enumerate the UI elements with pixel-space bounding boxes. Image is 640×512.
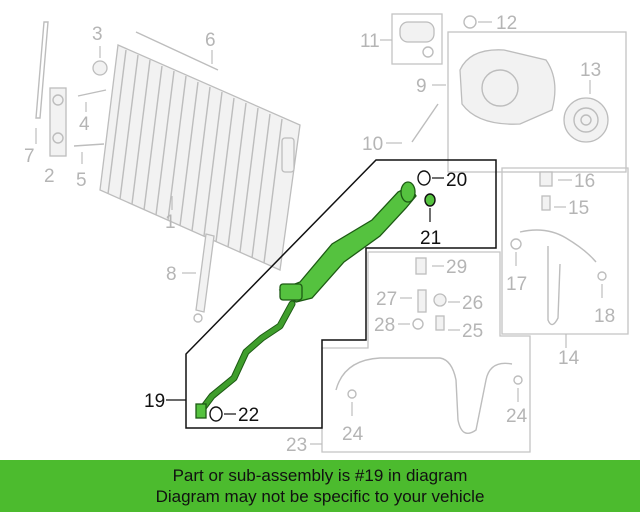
callout-2: 2 [44,166,55,187]
cap-26 [433,293,447,307]
callout-11: 11 [360,31,380,52]
callout-13: 13 [580,60,601,81]
callout-12: 12 [496,13,517,34]
bolt-3: 3 [92,24,108,76]
side-seal-strip [35,21,49,119]
switch-29 [415,257,427,275]
line-assembly-19: 20 21 22 19 [144,159,497,429]
highlighted-hose [197,301,295,415]
callout-20: 20 [446,170,467,191]
side-seal: 7 [24,21,49,167]
callout-4: 4 [79,114,90,135]
seal-kit-box [391,13,443,65]
callout-26: 26 [462,293,483,314]
callout-14: 14 [558,348,580,369]
oring-12: 12 [463,13,517,34]
highlighted-end-fitting [195,403,207,419]
callout-1: 1 [165,212,176,233]
seal-kit-11: 11 [360,13,443,65]
callout-23: 23 [286,435,307,456]
callout-27: 27 [376,289,397,310]
deflector-bracket [195,233,215,313]
nut-icon [92,60,108,76]
parts-diagram: 1 7 2 3 4 5 6 8 [24,13,629,456]
callout-17: 17 [506,274,527,295]
highlighted-pipe-body [278,185,417,303]
valve-cap [539,171,553,187]
callout-7: 7 [24,146,35,167]
condenser-fins [107,49,283,264]
highlighted-manifold [279,283,303,301]
oring-22 [209,406,223,422]
compressor-group: 9 13 [416,31,627,173]
valve-27 [417,289,427,313]
compressor-box [447,31,627,173]
callout-18: 18 [594,306,615,327]
part-19-box [185,159,497,429]
callout-6: 6 [205,30,216,51]
callout-25: 25 [462,321,483,342]
info-banner: Part or sub-assembly is #19 in diagram D… [0,460,640,512]
compressor-body [459,49,556,125]
callout-9: 9 [416,76,427,97]
callout-24-right: 24 [506,406,528,427]
callout-15: 15 [568,198,589,219]
hose-assembly-14: 16 15 17 18 14 [501,167,629,369]
deflector-8: 8 [166,233,215,323]
valve-25 [435,315,445,331]
valve-core [541,195,551,211]
mount-bracket [49,87,67,157]
callout-24-left: 24 [342,424,364,445]
hose-assembly-23: 29 27 26 28 25 24 24 23 [286,251,531,456]
label-6: 6 [205,30,216,64]
condenser: 1 [99,31,301,271]
hose-14-box [501,167,629,335]
condenser-top-rail [135,31,219,71]
highlighted-fitting-top [400,181,416,203]
bracket-2: 2 [44,87,67,187]
banner-line-1: Part or sub-assembly is #19 in diagram [172,466,468,485]
condenser-bracket [281,137,295,173]
callout-22: 22 [238,405,259,426]
callout-8: 8 [166,264,177,285]
callout-21: 21 [420,228,441,249]
callout-10: 10 [362,134,383,155]
oring-icon [463,15,477,29]
oring-20 [417,170,431,186]
callout-5: 5 [76,170,87,191]
callout-29: 29 [446,257,467,278]
banner-line-2: Diagram may not be specific to your vehi… [155,487,485,506]
callout-28: 28 [374,315,395,336]
pin-4: 4 [77,89,107,135]
hose-23-box [321,251,531,453]
callout-16: 16 [574,171,595,192]
callout-19: 19 [144,391,165,412]
condenser-core [99,44,301,271]
clutch-pulley [563,97,609,143]
callout-3: 3 [92,24,103,45]
oring-21 [424,193,436,207]
oring-28 [412,318,424,330]
pin-5: 5 [73,143,105,191]
bolt-10: 10 [362,103,439,155]
